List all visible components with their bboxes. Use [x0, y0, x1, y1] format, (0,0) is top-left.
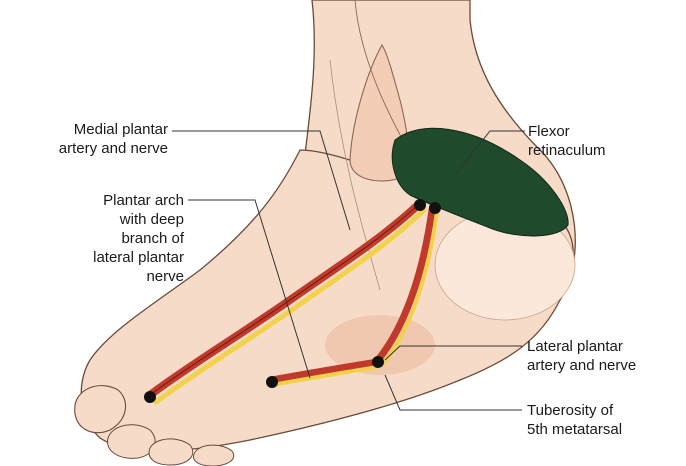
label-plantar-arch-line4: lateral plantar [20, 248, 184, 267]
toe-three [149, 439, 193, 465]
label-tuberosity-line1: Tuberosity of [527, 401, 679, 420]
toe-two [108, 425, 156, 459]
label-plantar-arch-line5: nerve [20, 267, 184, 286]
cut-end-lateral [372, 356, 384, 368]
label-medial-plantar-line2: artery and nerve [10, 139, 168, 158]
label-flexor-line1: Flexor [528, 122, 668, 141]
label-plantar-arch: Plantar arch with deep branch of lateral… [20, 191, 184, 286]
label-lateral-plantar-line2: artery and nerve [527, 356, 679, 375]
label-medial-plantar: Medial plantar artery and nerve [10, 120, 168, 158]
label-plantar-arch-line3: branch of [20, 229, 184, 248]
cut-end-top-a [414, 199, 426, 211]
label-medial-plantar-line1: Medial plantar [10, 120, 168, 139]
label-flexor-line2: retinaculum [528, 141, 668, 160]
label-plantar-arch-line2: with deep [20, 210, 184, 229]
label-plantar-arch-line1: Plantar arch [20, 191, 184, 210]
label-lateral-plantar-line1: Lateral plantar [527, 337, 679, 356]
cut-end-medial [144, 391, 156, 403]
toe-four [194, 445, 234, 466]
label-tuberosity: Tuberosity of 5th metatarsal [527, 401, 679, 439]
label-tuberosity-line2: 5th metatarsal [527, 420, 679, 439]
label-flexor-retinaculum: Flexor retinaculum [528, 122, 668, 160]
label-lateral-plantar: Lateral plantar artery and nerve [527, 337, 679, 375]
cut-end-arch [266, 376, 278, 388]
cut-end-top-b [429, 202, 441, 214]
